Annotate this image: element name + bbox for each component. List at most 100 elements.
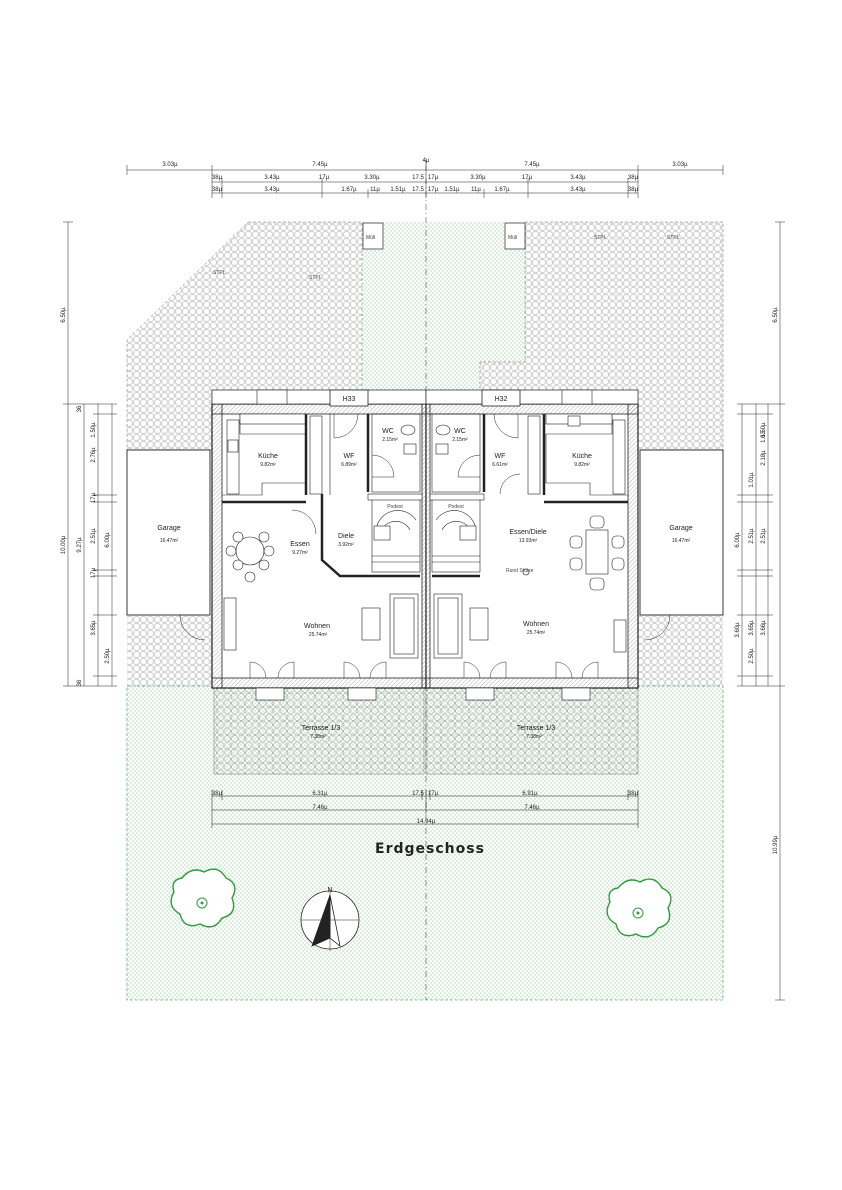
svg-text:7.45µ: 7.45µ [312, 162, 328, 168]
svg-text:3.43µ: 3.43µ [570, 175, 586, 181]
svg-text:11µ: 11µ [370, 187, 380, 193]
svg-text:38µ: 38µ [628, 791, 639, 797]
room-area: 7.38m² [526, 734, 542, 740]
room-area: 2.15m² [382, 437, 398, 443]
room-area: 13.93m² [519, 538, 538, 544]
svg-text:3.60µ: 3.60µ [735, 622, 741, 638]
svg-text:1.01µ: 1.01µ [749, 472, 755, 488]
terrace-right-paving [425, 685, 639, 775]
waste-bin-right [504, 222, 526, 250]
svg-text:36: 36 [77, 679, 83, 686]
room-area: 25.74m² [527, 630, 546, 636]
room-area: 25.74m² [309, 632, 328, 638]
dimension-chain-top: 3.03µ 7.45µ 4µ 7.45µ 3.03µ 38µ 3.43µ 17µ… [126, 158, 724, 198]
svg-text:1.50µ: 1.50µ [761, 422, 767, 438]
room-area: 9.82m² [260, 462, 276, 468]
svg-text:38µ: 38µ [628, 175, 639, 181]
svg-text:3.30µ: 3.30µ [364, 175, 380, 181]
svg-text:6.00µ: 6.00µ [735, 532, 741, 548]
svg-text:6.91µ: 6.91µ [522, 791, 538, 797]
room-area: 16.47m² [672, 538, 691, 544]
svg-text:38µ: 38µ [212, 175, 223, 181]
svg-text:2.76µ: 2.76µ [91, 447, 97, 463]
svg-text:6.50µ: 6.50µ [61, 307, 67, 323]
room-area: 9.82m² [574, 462, 590, 468]
svg-text:17µ: 17µ [522, 175, 533, 181]
room-name: Terrasse 1/3 [517, 725, 556, 732]
north-label: N [327, 887, 332, 894]
tree-icon [170, 868, 236, 928]
garage-left [126, 449, 211, 616]
stair-landing-label: Podest [448, 504, 464, 510]
svg-text:17.5: 17.5 [412, 175, 424, 181]
terrace-left-paving [213, 685, 425, 775]
svg-text:17µ: 17µ [428, 791, 439, 797]
svg-text:3.65µ: 3.65µ [91, 620, 97, 636]
svg-text:3.65µ: 3.65µ [749, 620, 755, 636]
room-name: WC [454, 428, 466, 435]
svg-text:9.27µ: 9.27µ [77, 537, 83, 553]
room-area: 16.47m² [160, 538, 179, 544]
room-name: WF [495, 453, 506, 460]
svg-text:10.00µ: 10.00µ [61, 535, 67, 554]
svg-text:1.67µ: 1.67µ [341, 187, 357, 193]
svg-text:7.45µ: 7.45µ [524, 162, 540, 168]
room-area: 6.61m² [492, 462, 508, 468]
room-area: 7.38m² [310, 734, 326, 740]
room-name: Essen/Diele [509, 529, 546, 536]
svg-text:1.63: 1.63 [761, 431, 767, 443]
svg-text:3.43µ: 3.43µ [570, 187, 586, 193]
room-area: 6.89m² [341, 462, 357, 468]
svg-text:3.30µ: 3.30µ [470, 175, 486, 181]
room-name: Garage [157, 525, 180, 532]
room-area: 2.15m² [452, 437, 468, 443]
svg-text:1.51µ: 1.51µ [444, 187, 460, 193]
svg-text:7.46µ: 7.46µ [524, 805, 540, 811]
svg-text:2.51µ: 2.51µ [749, 528, 755, 544]
tree-icon [606, 878, 672, 938]
room-name: Küche [258, 453, 278, 460]
muell-label-left: Müll [366, 235, 375, 241]
svg-text:2.51µ: 2.51µ [91, 528, 97, 544]
svg-text:17µ: 17µ [91, 492, 97, 503]
svg-text:4µ: 4µ [423, 158, 430, 164]
column-label: Rund Stütze [506, 568, 534, 574]
svg-text:3.03µ: 3.03µ [672, 162, 688, 168]
svg-text:7.46µ: 7.46µ [312, 805, 328, 811]
room-name: WC [382, 428, 394, 435]
muell-label-right: Müll [508, 235, 517, 241]
svg-text:17µ: 17µ [428, 175, 439, 181]
svg-text:38µ: 38µ [628, 187, 639, 193]
svg-text:17µ: 17µ [91, 567, 97, 578]
svg-text:6.50µ: 6.50µ [773, 307, 779, 323]
stpl-label: STPL [594, 235, 607, 241]
drawing-title: Erdgeschoss [375, 841, 485, 857]
svg-text:1.67µ: 1.67µ [494, 187, 510, 193]
svg-text:10.99µ: 10.99µ [773, 835, 779, 854]
svg-text:2.50µ: 2.50µ [749, 648, 755, 664]
north-arrow-icon [300, 889, 360, 951]
svg-text:38µ: 38µ [212, 187, 223, 193]
svg-text:3.43µ: 3.43µ [264, 187, 280, 193]
svg-text:14.94µ: 14.94µ [417, 819, 436, 825]
svg-text:3.43µ: 3.43µ [264, 175, 280, 181]
dimension-chain-left: 6.50µ 10.00µ 9.27µ 1.50µ 2.76µ 17µ 2.51µ… [61, 221, 117, 686]
svg-text:11µ: 11µ [471, 187, 481, 193]
svg-text:6.31µ: 6.31µ [312, 791, 328, 797]
room-name: Küche [572, 453, 592, 460]
svg-text:3.66µ: 3.66µ [761, 620, 767, 636]
dimension-chain-bottom: 38µ 6.31µ 17.5 17µ 6.91µ 38µ 7.46µ 7.46µ… [211, 790, 639, 828]
svg-text:3.03µ: 3.03µ [162, 162, 178, 168]
room-name: Wohnen [523, 621, 549, 628]
house-number-left: H33 [343, 396, 356, 403]
room-name: Garage [669, 525, 692, 532]
house-number-right: H32 [495, 396, 508, 403]
garden-north [362, 222, 525, 362]
stpl-label: STPL [309, 275, 322, 281]
room-name: WF [344, 453, 355, 460]
waste-bin-left [362, 222, 384, 250]
garage-right [639, 449, 724, 616]
svg-text:17.5: 17.5 [412, 187, 424, 193]
svg-text:17µ: 17µ [319, 175, 330, 181]
